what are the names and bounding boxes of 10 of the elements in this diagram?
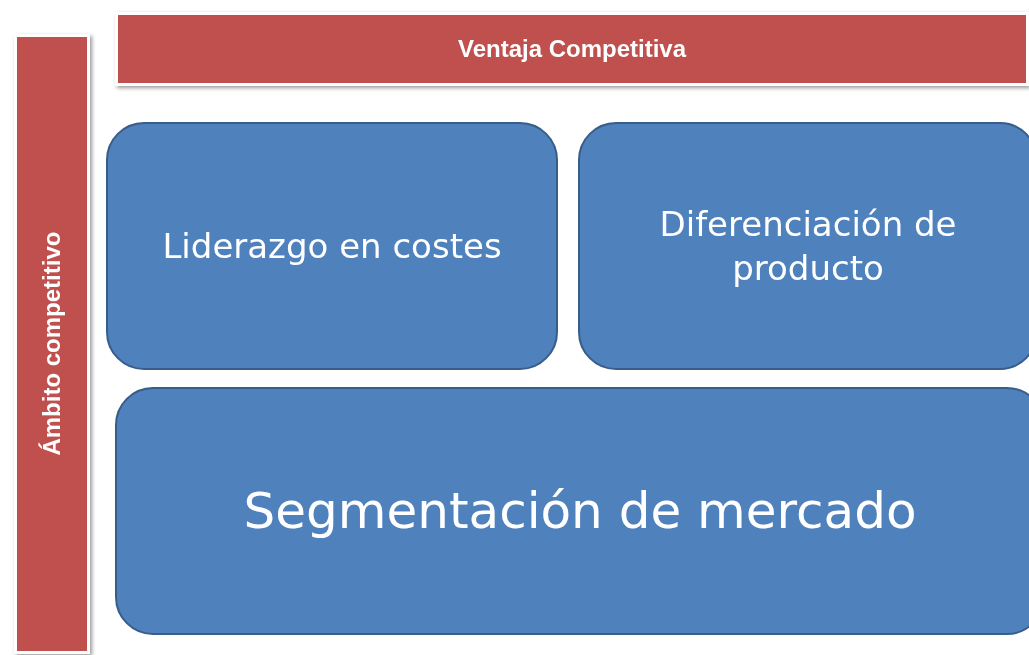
strategy-box — [115, 387, 1029, 635]
band-title: Ventaja Competitiva — [456, 34, 688, 65]
strategy-box — [106, 122, 558, 370]
header-band — [115, 12, 1029, 86]
band-title: Ámbito competitivo — [37, 232, 67, 456]
box-label: Liderazgo en costes — [161, 224, 503, 268]
strategy-box — [578, 122, 1029, 370]
side-band — [14, 34, 90, 654]
box-label: Segmentación de mercado — [242, 480, 918, 542]
box-label: Diferenciación de producto — [658, 202, 958, 290]
